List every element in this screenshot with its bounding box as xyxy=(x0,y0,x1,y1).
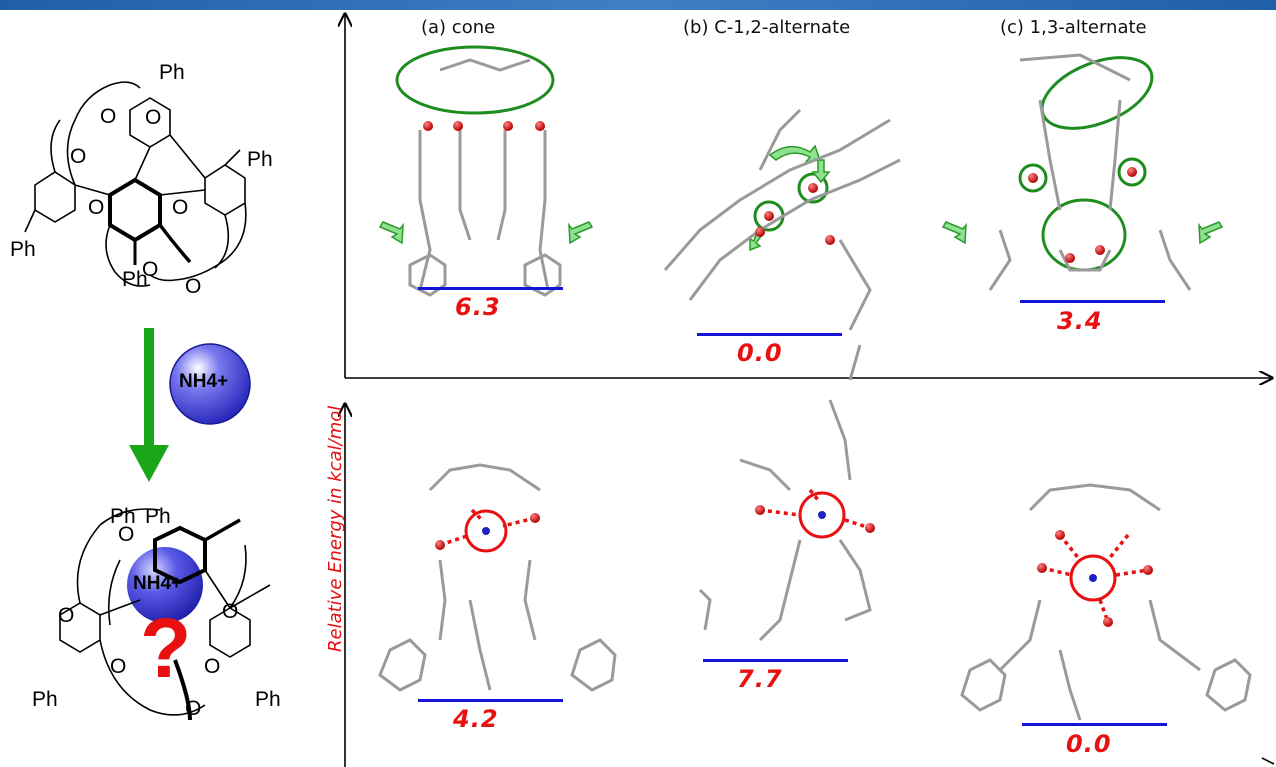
oxygen-atoms xyxy=(423,121,1153,627)
oxygen-label-5: O xyxy=(172,196,189,219)
energy-value-13alt-free: 3.4 xyxy=(1057,307,1103,335)
energy-value-13alt-complex: 0.0 xyxy=(1066,730,1112,758)
energy-value-c12alt-complex: 7.7 xyxy=(737,665,783,693)
oxygen-label-4: O xyxy=(88,196,105,219)
phenyl-label-right: Ph xyxy=(247,148,273,171)
label-c12-alternate: (b) C-1,2-alternate xyxy=(683,17,851,38)
free-calixarene-structure xyxy=(24,81,247,287)
energy-bar-13alt-complex xyxy=(1022,723,1167,726)
reagent-label: NH4+ xyxy=(179,371,229,392)
phenyl-label-complex-right: Ph xyxy=(255,688,281,711)
binding-site-circles xyxy=(464,491,1117,602)
energy-axes xyxy=(345,14,1275,767)
oxygen-label-2: O xyxy=(145,106,162,129)
energy-bar-cone-free xyxy=(418,287,563,290)
label-13-alternate: (c) 1,3-alternate xyxy=(1000,17,1147,38)
oxygen-label-complex-4: O xyxy=(110,655,127,678)
oxygen-label-complex-5: O xyxy=(204,655,221,678)
reaction-arrow xyxy=(129,328,169,482)
oxygen-label-complex-1: O xyxy=(118,523,135,546)
energy-bar-cone-complex xyxy=(418,699,563,702)
oxygen-label-complex-3: O xyxy=(222,600,239,623)
complex-structure xyxy=(59,508,271,721)
phenyl-label-left: Ph xyxy=(10,238,36,261)
oxygen-label-complex-6: O xyxy=(185,697,202,720)
oxygen-label-complex-2: O xyxy=(58,604,75,627)
phenyl-label-complex-left: Ph xyxy=(32,688,58,711)
coordination-bonds xyxy=(439,488,1149,623)
nitrogen-atoms xyxy=(482,511,1097,582)
reagent-label-complex: NH4+ xyxy=(133,573,183,594)
phenyl-label-complex-top-1: Ph xyxy=(110,505,136,528)
oxygen-label-6: O xyxy=(142,258,159,281)
energy-value-cone-complex: 4.2 xyxy=(453,705,499,733)
oxygen-label-7: O xyxy=(185,275,202,298)
phenyl-label-complex-top-2: Ph xyxy=(145,505,171,528)
oxygen-label-1: O xyxy=(100,105,117,128)
phenyl-label-top: Ph xyxy=(159,61,185,84)
label-cone: (a) cone xyxy=(421,17,496,38)
question-mark: ? xyxy=(140,601,192,695)
y-axis-label: Relative Energy in kcal/mol xyxy=(325,405,346,652)
energy-value-cone-free: 6.3 xyxy=(455,293,501,321)
energy-bar-13alt-free xyxy=(1020,300,1165,303)
header-bar xyxy=(0,0,1276,10)
phenyl-label-bottom: Ph xyxy=(122,268,148,291)
energy-bar-c12alt-complex xyxy=(703,659,848,662)
oxygen-label-3: O xyxy=(70,145,87,168)
energy-value-c12alt-free: 0.0 xyxy=(737,339,783,367)
energy-bar-c12alt-free xyxy=(697,333,842,336)
reagent-sphere xyxy=(169,343,251,425)
conformer-highlights xyxy=(395,45,1154,272)
molecule-models xyxy=(378,53,1252,721)
